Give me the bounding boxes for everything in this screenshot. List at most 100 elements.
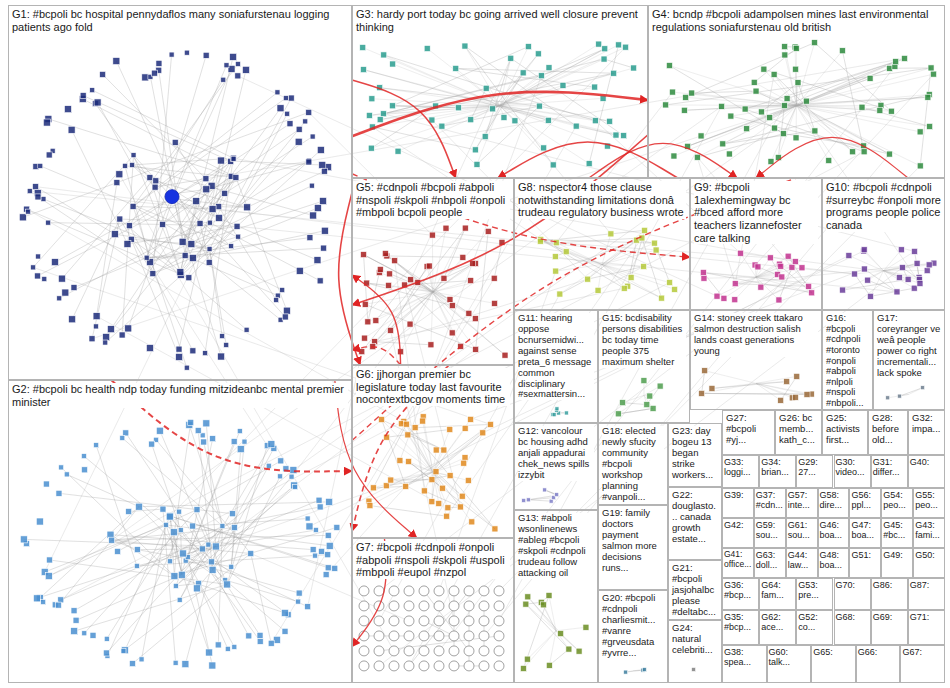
vertex-square xyxy=(859,104,865,110)
vertex-square xyxy=(69,316,76,323)
vertex-square xyxy=(793,45,799,51)
tie-line xyxy=(433,292,469,313)
tie-line xyxy=(120,219,153,274)
vertex-circle xyxy=(434,601,444,611)
vertex-square xyxy=(325,565,331,571)
vertex-circle xyxy=(479,601,489,611)
tie-line xyxy=(103,74,206,178)
tie-line xyxy=(131,239,179,357)
tie-line xyxy=(150,237,238,262)
vertex-square xyxy=(199,546,205,552)
vertex-circle xyxy=(404,586,414,596)
vertex-square xyxy=(64,472,69,477)
tie-line xyxy=(477,106,539,164)
vertex-square xyxy=(146,345,153,352)
group-panel: G4: bcndp #bcpoli adampolsen mines last … xyxy=(648,5,945,178)
tie-line xyxy=(128,194,174,329)
vertex-square xyxy=(203,52,209,58)
tie-line xyxy=(500,106,589,164)
group-label: G53: pre... xyxy=(798,580,831,601)
tie-line xyxy=(238,76,717,296)
tie-line xyxy=(209,114,287,263)
tie-line xyxy=(602,264,662,298)
tie-line xyxy=(380,269,433,291)
vertex-square xyxy=(799,265,805,271)
tie-line xyxy=(183,189,207,241)
tie-line xyxy=(24,539,216,546)
tie-line xyxy=(884,271,920,280)
group-panel: G3: hardy port today bc going arrived we… xyxy=(352,5,648,178)
vertex-square xyxy=(755,264,761,270)
tie-line xyxy=(405,285,453,333)
vertex-square xyxy=(403,483,409,489)
vertex-square xyxy=(744,126,750,132)
tie-line xyxy=(61,283,670,600)
tie-line xyxy=(84,510,197,634)
tie-line xyxy=(364,70,500,106)
vertex-square xyxy=(232,644,237,649)
tie-line xyxy=(424,591,469,651)
vertex-square xyxy=(179,238,186,245)
vertex-square xyxy=(784,379,790,385)
tie-line xyxy=(30,191,153,274)
in-group-ties xyxy=(23,43,934,672)
tie-line xyxy=(193,526,203,549)
tie-line xyxy=(456,68,614,73)
vertex-square xyxy=(222,190,228,196)
tie-line xyxy=(500,106,616,135)
vertex-circle xyxy=(374,631,384,641)
tie-line xyxy=(669,66,783,134)
vertex-square xyxy=(293,484,298,489)
vertex-square xyxy=(233,174,239,180)
vertex-square xyxy=(641,264,647,270)
group-label: G1: #bcpoli bc hospital pennydaflos many… xyxy=(12,8,348,33)
group-label: G43: fami... xyxy=(915,520,943,541)
group-panel: G17: coreyranger ve weâ people power co … xyxy=(873,310,945,410)
vertex-square xyxy=(742,106,748,112)
group-label: G2: #bcpoli bc health ndp today funding … xyxy=(12,383,348,408)
vertex-square xyxy=(792,394,798,400)
tie-line xyxy=(602,264,675,289)
tie-line xyxy=(106,549,202,653)
tie-line xyxy=(392,106,458,108)
vertex-square xyxy=(611,70,617,76)
tie-line xyxy=(185,255,278,295)
vertex-square xyxy=(613,132,619,138)
tie-line xyxy=(147,65,227,257)
group-label: G19: family doctors payment salmon more … xyxy=(602,508,664,574)
tie-line xyxy=(183,553,234,646)
tie-line xyxy=(293,128,774,470)
vertex-square xyxy=(206,259,212,265)
vertex-square xyxy=(623,44,629,50)
group-panel: G12: vancolour bc housing adhd anjali ap… xyxy=(514,423,598,510)
vertex-square xyxy=(367,503,373,509)
tie-line xyxy=(702,383,756,393)
group-label: G13: #abpoli wsonlinenews #ableg #bcpoli… xyxy=(518,513,594,579)
vertex-square xyxy=(553,268,559,274)
tie-line xyxy=(797,51,843,106)
tie-line xyxy=(231,442,244,567)
vertex-square xyxy=(899,265,905,271)
vertex-square xyxy=(380,111,386,117)
group-label: G36: #bcp... xyxy=(724,580,757,601)
tie-line xyxy=(372,127,475,150)
group-label: G29: 27... xyxy=(798,457,831,478)
tie-line xyxy=(528,597,561,634)
group-panel: G56: ppl... xyxy=(849,488,881,518)
tie-line xyxy=(476,231,489,349)
vertex-square xyxy=(274,297,279,302)
tie-line xyxy=(106,177,236,337)
tie-line xyxy=(843,271,884,290)
tie-line xyxy=(147,177,236,257)
vertex-square xyxy=(558,631,564,637)
tie-line xyxy=(74,584,227,631)
vertex-square xyxy=(197,220,203,226)
group-label: G66: xyxy=(858,647,878,657)
vertex-square xyxy=(468,416,474,422)
group-panel: G41: office... xyxy=(722,548,754,578)
group-link xyxy=(352,80,456,178)
group-label: G40: xyxy=(910,457,930,467)
tie-line xyxy=(382,420,433,472)
group-panel: G18: elected newly sfucity community #bc… xyxy=(598,423,668,505)
